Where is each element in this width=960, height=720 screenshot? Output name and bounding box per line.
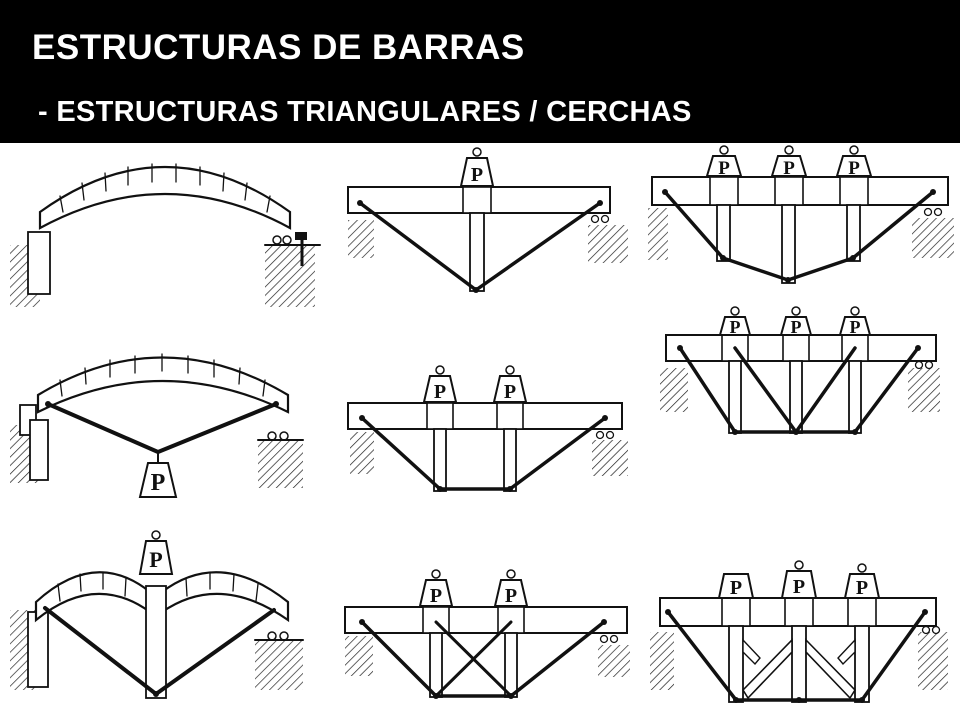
arch-joints [59,163,271,213]
load-label: P [730,317,741,337]
beam [344,606,628,634]
slide-title: ESTRUCTURAS DE BARRAS [32,28,525,67]
load-label: P [149,547,162,572]
load-weight [493,579,529,607]
load-weight [138,462,178,498]
load-label: P [151,470,166,496]
tie-bar [46,402,278,454]
arch-voussoirs [38,166,292,230]
load-weight [138,540,174,575]
slide-subtitle: - ESTRUCTURAS TRIANGULARES / CERCHAS [38,96,692,128]
tie-bar [360,416,607,491]
load-label: P [505,585,517,607]
post [433,428,447,492]
abutment-right-hatch [265,245,315,307]
strut [741,638,793,700]
arch-with-tie: P [10,353,304,498]
arch-voussoirs [36,356,290,414]
arch-plain [10,163,321,307]
load-label: P [848,158,860,179]
load-weight [418,579,454,607]
roller [282,235,292,245]
post [504,632,518,698]
load-weight [492,375,528,403]
load-label: P [504,381,516,403]
three-post-truss: P P P [648,145,954,284]
load-weight [422,375,458,403]
abutment-left-pier [27,231,51,295]
post [503,428,517,492]
load-label: P [793,576,805,598]
post [429,632,443,698]
post [469,212,485,292]
queen-post-truss: P P [347,365,628,492]
load-label: P [718,158,730,179]
w-diagonal-truss: P P P [660,306,940,435]
strut [805,638,857,700]
cross-braced-truss: P P [344,569,630,699]
roller [272,235,282,245]
load-label: P [856,577,868,599]
stop-block [295,232,307,240]
load-label: P [850,317,861,337]
title-banner: ESTRUCTURAS DE BARRAS - ESTRUCTURAS TRIA… [0,0,960,143]
load-label: P [730,577,742,599]
load-label: P [791,317,802,337]
king-post-truss: P [347,147,628,293]
braced-fan-truss: P P P [650,560,948,703]
center-post [145,585,167,699]
tie-bar [360,620,606,698]
load-label: P [471,164,483,186]
double-arch-truss: P [10,530,304,699]
beam [347,402,623,430]
load-label: P [434,381,446,403]
load-label: P [783,158,795,179]
load-weight [459,157,495,187]
load-label: P [430,585,442,607]
